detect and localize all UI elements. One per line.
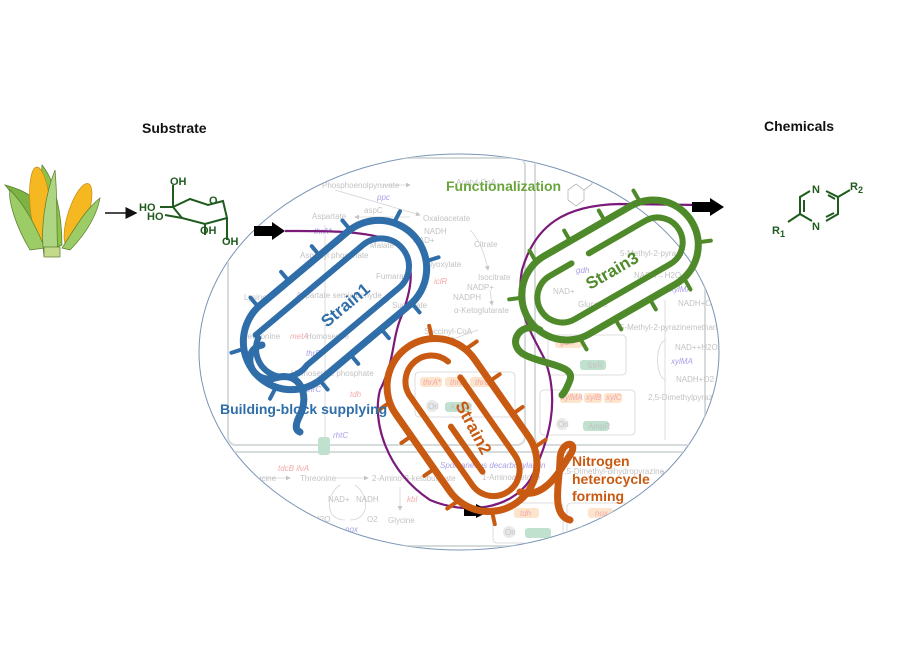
gene-box-label: xylB xyxy=(585,393,602,402)
glucose-ho-label: HO xyxy=(139,202,156,214)
strain3-bacterium xyxy=(507,188,713,352)
gene-box-label: tdh xyxy=(520,509,532,518)
enzyme-label: gdh xyxy=(576,266,590,275)
cofactor-label: NADP+ xyxy=(467,283,494,292)
enzyme-label: xylMA xyxy=(669,285,692,294)
pyrazine-n-label: N xyxy=(812,221,820,233)
nitrogen-heterocycle-label-line2: heterocycle xyxy=(572,471,650,487)
metabolite-label: 2,5-Dimethylpyrazine xyxy=(648,393,724,402)
glucose-oh-label: OH xyxy=(222,236,239,248)
glucose-o-label: O xyxy=(209,195,218,207)
metabolite-label: Aspartyl phosphate xyxy=(300,251,369,260)
metabolic-pathway-background: Phosphoenolpyruvate Acetyl-CoA ppc Aspar… xyxy=(227,157,748,547)
plasmid-ori-label: Ori xyxy=(428,402,439,411)
enzyme-label: xylMA xyxy=(670,357,693,366)
metabolite-label: Glyoxylate xyxy=(424,260,462,269)
reaction-label: Spontaneous decarboxylation xyxy=(440,461,546,470)
metabolite-label: Phosphoenolpyruvate xyxy=(322,181,400,190)
enzyme-label: ppc xyxy=(376,193,390,202)
metabolite-label: Aspartate semialdehyde xyxy=(296,291,382,300)
glucose-ho-label: HO xyxy=(147,211,164,223)
glucose-oh-label: OH xyxy=(200,225,217,237)
cofactor-label: NADH xyxy=(424,227,447,236)
enzyme-label: tdh xyxy=(350,390,362,399)
cofactor-label: NADPH xyxy=(453,293,481,302)
cofactor-label: NAD++H2O xyxy=(675,343,718,352)
metabolite-label: Fumarate xyxy=(376,272,411,281)
enzyme-label: aspC xyxy=(364,206,383,215)
strain2-bacterium xyxy=(376,323,548,527)
deleted-gene-label: kbl xyxy=(407,495,417,504)
gene-box-label: xylC xyxy=(605,393,622,402)
cofactor-label: NAD+ xyxy=(328,495,350,504)
metabolite-label: 5-Methyl-2-pyrazinemethanol xyxy=(620,323,724,332)
metabolite-label: Glycine xyxy=(388,516,415,525)
metabolite-label: Lysine xyxy=(244,293,267,302)
metabolite-label: Succinyl-CoA xyxy=(424,327,473,336)
metabolite-label: Isocitrate xyxy=(478,273,511,282)
r2-label: R2 xyxy=(850,181,863,195)
gene-box-label: xylMA xyxy=(560,393,583,402)
building-block-label: Building-block supplying xyxy=(220,401,387,417)
substrate-header: Substrate xyxy=(142,120,207,136)
pyrazine-n-label: N xyxy=(812,184,820,196)
metabolite-label: 2-Amino-3-ketobutyrate xyxy=(372,474,456,483)
plasmid-ori-label: Ori xyxy=(558,420,569,429)
strain2-flagellum xyxy=(516,440,577,524)
metabolite-label: Acetyl-CoA xyxy=(456,178,497,187)
enzyme-label: thrC xyxy=(306,385,321,394)
r1-label: R1 xyxy=(772,225,785,239)
glucose-structure xyxy=(160,185,229,240)
metabolite-label: Oxaloacetate xyxy=(423,214,471,223)
nitrogen-heterocycle-label-line1: Nitrogen xyxy=(572,453,630,469)
metabolite-label: Aspartate xyxy=(312,212,347,221)
gene-box-label: nox xyxy=(595,509,609,518)
strain1-flagellum xyxy=(246,341,308,436)
metabolite-label: α-Ketoglutarate xyxy=(454,306,509,315)
cofactor-label: O2 xyxy=(367,515,378,524)
enzyme-label: thrB xyxy=(306,349,321,358)
metabolite-label: Threonine xyxy=(300,474,337,483)
gene-box-label: thrA* xyxy=(423,378,442,387)
metabolite-label: 1-Aminoacetone xyxy=(482,473,541,482)
nitrogen-heterocycle-label-line3: forming xyxy=(572,488,624,504)
gene-box-label: thrC xyxy=(475,378,490,387)
metabolite-label: 2,5-Dimethylpyrazine xyxy=(660,470,736,479)
cofactor-label: NADH→H2O xyxy=(634,271,681,280)
cofactor-label: NADH+O2 xyxy=(676,375,715,384)
deleted-gene-label: metA xyxy=(290,332,309,341)
metabolite-label: 2,5-Dimethyl-dihydropyrazine xyxy=(560,467,665,476)
deleted-gene-label: tdcB ilvA xyxy=(278,464,309,473)
output-arrow xyxy=(692,198,724,216)
metabolite-label: 5-Methyl-2-pyrazinecarboxaldehyde xyxy=(620,249,748,258)
corn-icon xyxy=(3,164,101,258)
cofactor-label: NADH xyxy=(356,495,379,504)
metabolite-label: Citrate xyxy=(474,240,498,249)
glucose-oh-label: OH xyxy=(170,176,187,188)
metabolite-label: Homoserine xyxy=(306,332,350,341)
deleted-gene-label: iclR xyxy=(434,277,448,286)
cofactor-label: NAD+ xyxy=(553,287,575,296)
plasmid-ori-label: Ori xyxy=(505,528,516,537)
metabolite-label: 5-Methyl-2-pyrazinecarboxylic acid xyxy=(612,173,735,182)
metabolite-label: Malate xyxy=(370,241,395,250)
cofactor-label: NADH+O2 xyxy=(678,299,717,308)
plasmid-marker-label: AmpR xyxy=(588,422,610,431)
plasmid-marker-label: AmpR xyxy=(450,403,472,412)
metabolite-label: Glucose xyxy=(578,300,608,309)
functionalization-label: Functionalization xyxy=(446,178,561,194)
chemicals-header: Chemicals xyxy=(764,118,834,134)
enzyme-label: rhtC xyxy=(333,431,348,440)
cofactor-label: NAD+ xyxy=(413,236,435,245)
input-arrow xyxy=(254,222,285,240)
enzyme-label: nox xyxy=(345,525,359,534)
pyrazine-structure xyxy=(787,189,851,223)
strain3-flagellum xyxy=(512,324,574,399)
plasmid-marker-label: StrR xyxy=(587,361,603,370)
cofactor-label: H2O xyxy=(314,515,330,524)
plasmid-marker-label: StrR xyxy=(604,529,620,538)
gene-box-label: thrB xyxy=(450,378,465,387)
